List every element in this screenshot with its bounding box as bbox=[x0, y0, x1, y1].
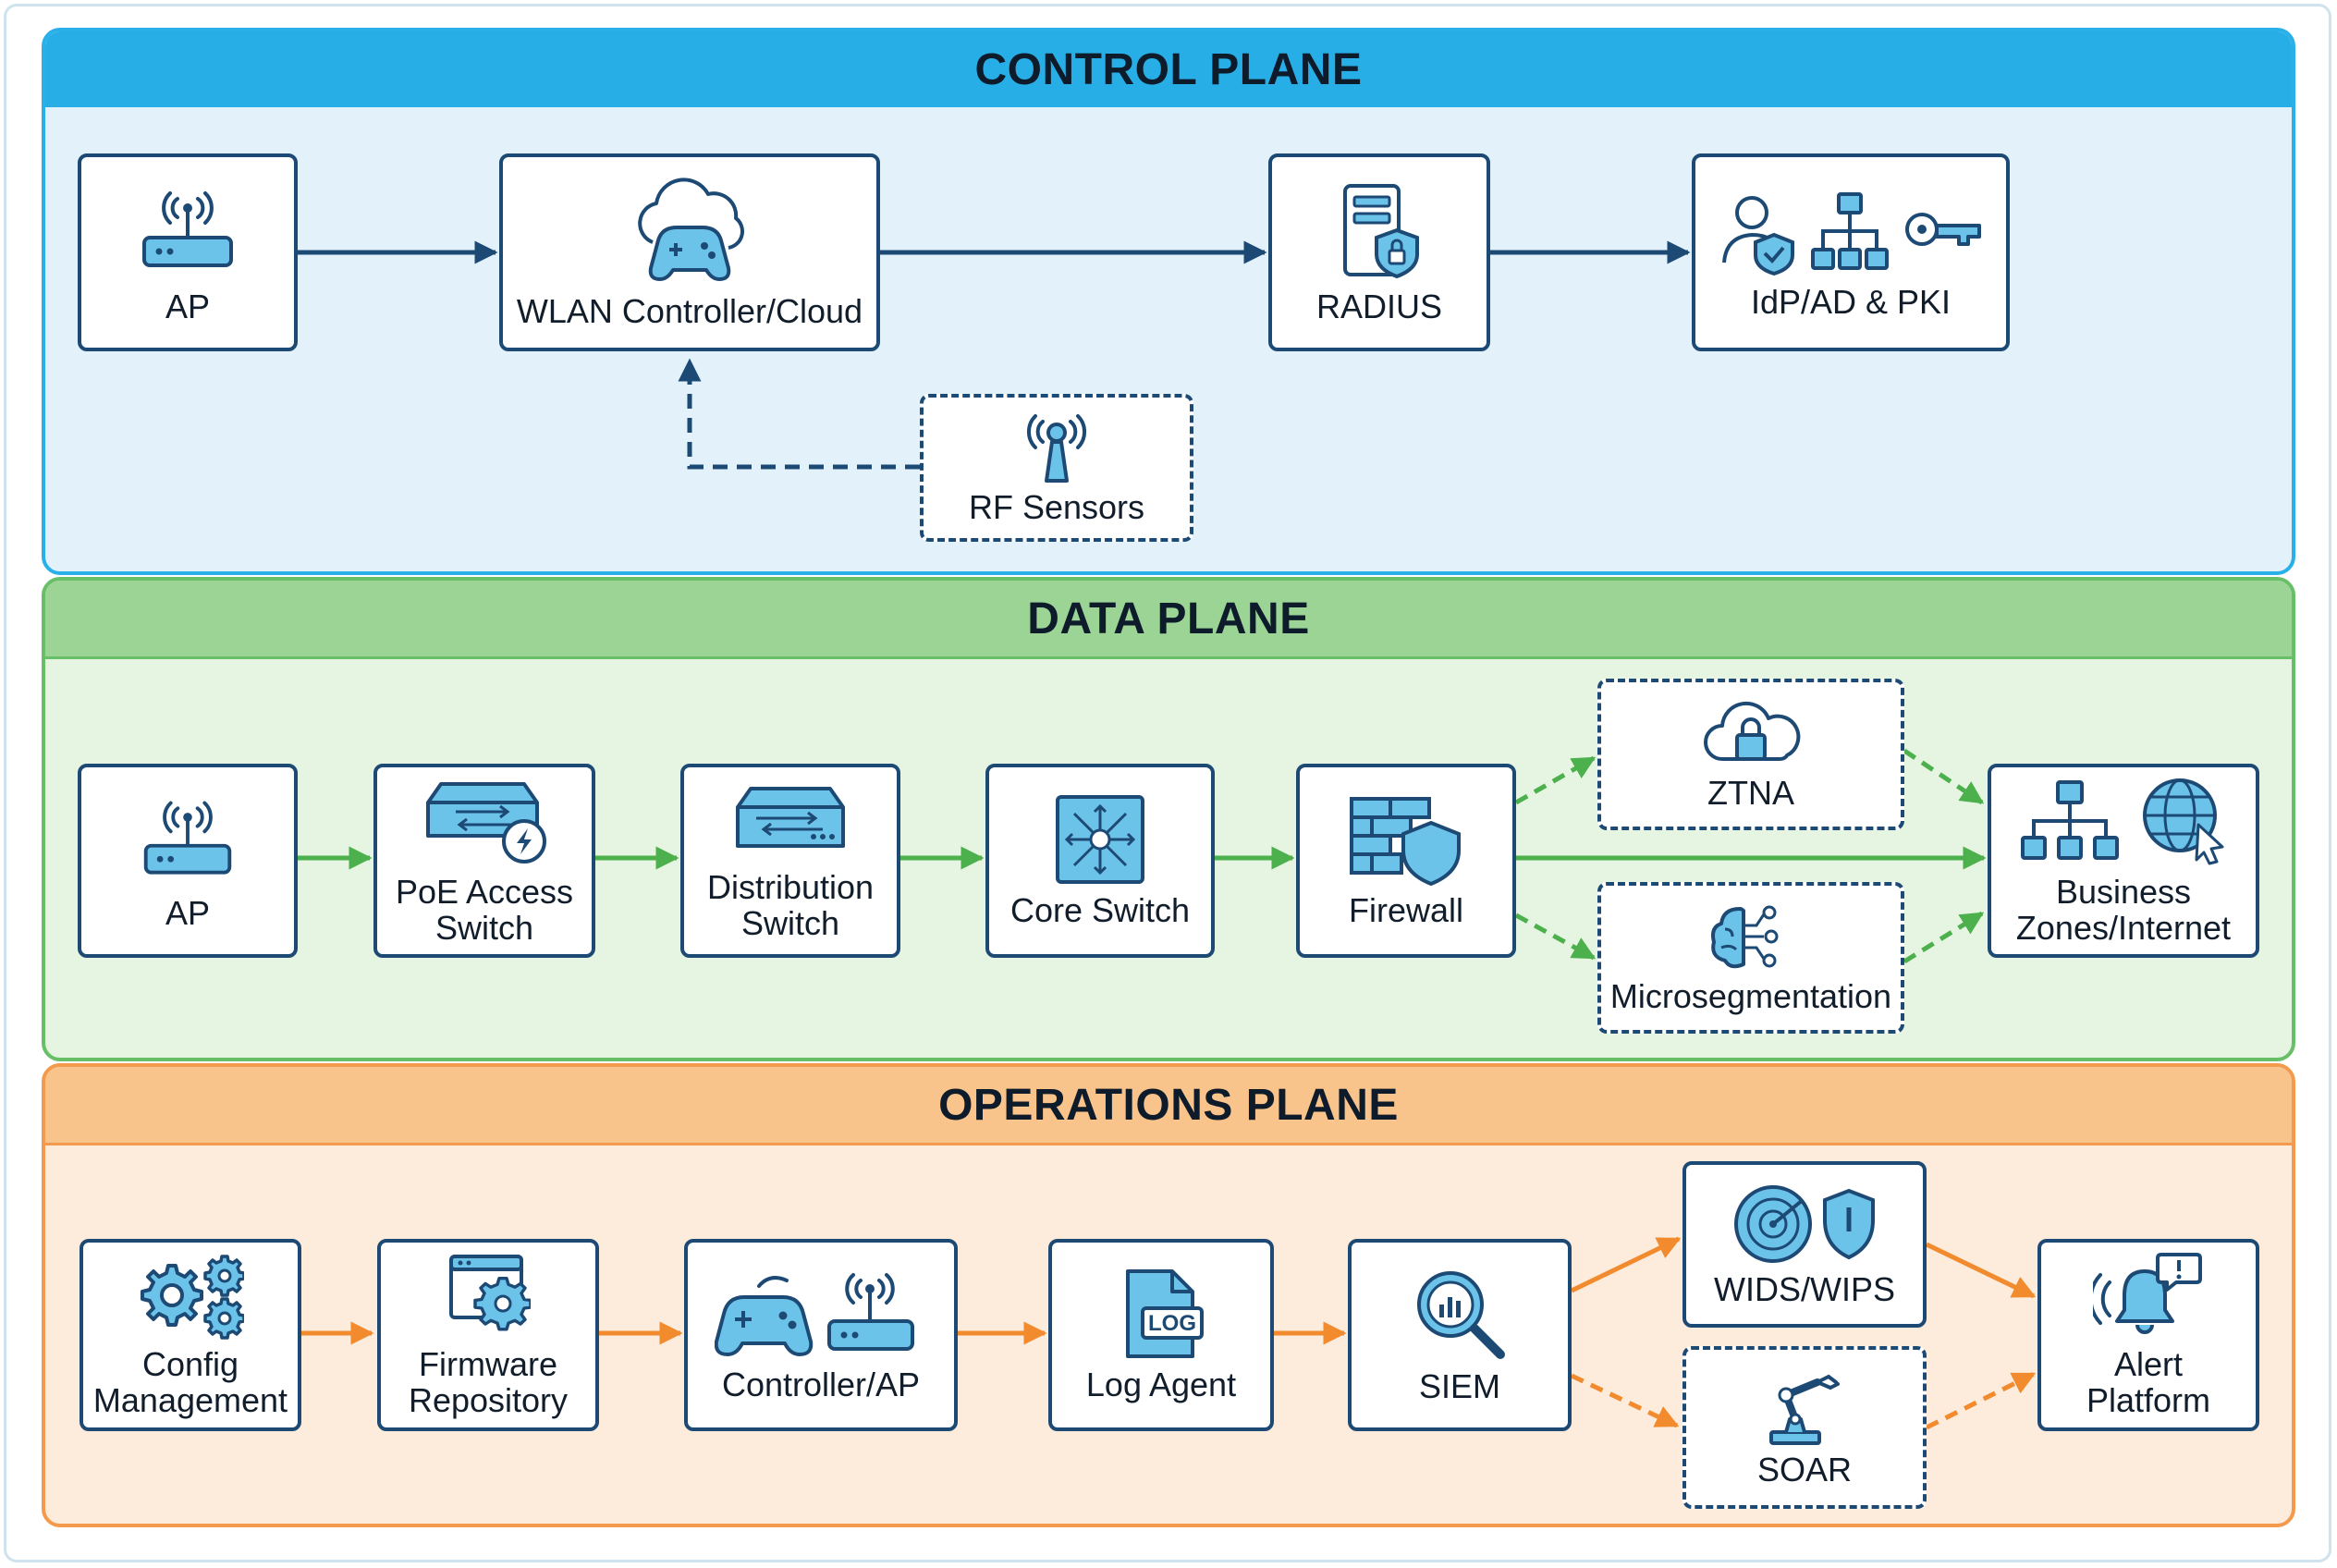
business-zones-node[interactable]: Business Zones/Internet bbox=[1988, 764, 2259, 958]
config-management-node[interactable]: Config Management bbox=[80, 1239, 301, 1431]
distribution-switch-icon bbox=[736, 787, 845, 849]
core-switch-icon bbox=[1056, 794, 1144, 884]
cloud-lock-icon bbox=[1704, 701, 1801, 761]
idp-pki-node[interactable]: IdP/AD & PKI bbox=[1692, 153, 2010, 351]
microsegmentation-node[interactable]: Microsegmentation bbox=[1597, 882, 1904, 1034]
gamepad-icon bbox=[715, 1275, 814, 1356]
control-ap-node[interactable]: AP bbox=[78, 153, 298, 351]
controller-ap-node[interactable]: Controller/AP bbox=[684, 1239, 958, 1431]
log-icon-text: LOG bbox=[1148, 1311, 1196, 1336]
alert-platform-label: Alert Platform bbox=[2086, 1345, 2211, 1419]
poe-switch-icon bbox=[426, 782, 546, 864]
wlan-controller-label: WLAN Controller/Cloud bbox=[516, 291, 863, 330]
controller-ap-label: Controller/AP bbox=[721, 1365, 921, 1403]
core-switch-label: Core Switch bbox=[1009, 890, 1191, 929]
user-shield-icon bbox=[1722, 195, 1794, 276]
org-hierarchy-icon bbox=[1811, 191, 1889, 270]
control-ap-label: AP bbox=[165, 287, 211, 325]
config-management-label: Config Management bbox=[92, 1345, 288, 1419]
soar-node[interactable]: SOAR bbox=[1682, 1346, 1927, 1509]
siem-node[interactable]: SIEM bbox=[1348, 1239, 1572, 1431]
distribution-switch-label: Distribution Switch bbox=[706, 868, 875, 942]
business-zones-label: Business Zones/Internet bbox=[2015, 873, 2232, 947]
wlan-controller-node[interactable]: WLAN Controller/Cloud bbox=[499, 153, 880, 351]
gamepad-ap-icon bbox=[715, 1272, 914, 1356]
wireless-ap-icon bbox=[827, 1272, 914, 1351]
data-plane-title: DATA PLANE bbox=[45, 581, 2292, 659]
wireless-ap-icon bbox=[142, 190, 233, 267]
rf-sensors-label: RF Sensors bbox=[968, 487, 1145, 526]
radar-shield-icon bbox=[1734, 1184, 1875, 1263]
control-plane-title: CONTROL PLANE bbox=[45, 31, 2292, 107]
window-gear-icon bbox=[449, 1255, 531, 1331]
magnifier-chart-icon bbox=[1417, 1270, 1505, 1359]
data-ap-label: AP bbox=[165, 893, 211, 932]
core-switch-node[interactable]: Core Switch bbox=[985, 764, 1215, 958]
cloud-gamepad-icon bbox=[638, 177, 744, 281]
robot-arm-icon bbox=[1769, 1374, 1840, 1445]
alert-platform-node[interactable]: Alert Platform bbox=[2037, 1239, 2259, 1431]
rf-sensors-node[interactable]: RF Sensors bbox=[920, 394, 1193, 542]
diagram-frame bbox=[4, 4, 2331, 1562]
firmware-repository-label: Firmware Repository bbox=[408, 1345, 569, 1419]
ztna-node[interactable]: ZTNA bbox=[1597, 679, 1904, 830]
gears-icon bbox=[141, 1255, 244, 1340]
network-globe-icon bbox=[2021, 778, 2224, 865]
log-agent-node[interactable]: LOG Log Agent bbox=[1048, 1239, 1274, 1431]
microsegmentation-label: Microsegmentation bbox=[1609, 976, 1892, 1015]
radius-node[interactable]: RADIUS bbox=[1268, 153, 1490, 351]
wids-wips-label: WIDS/WIPS bbox=[1714, 1269, 1895, 1308]
org-hierarchy-icon bbox=[2021, 780, 2119, 861]
soar-label: SOAR bbox=[1756, 1450, 1853, 1488]
wids-wips-node[interactable]: WIDS/WIPS bbox=[1682, 1161, 1927, 1328]
poe-switch-node[interactable]: PoE Access Switch bbox=[373, 764, 595, 958]
server-shield-icon bbox=[1343, 183, 1419, 278]
wireless-ap-icon bbox=[143, 801, 232, 875]
bell-alert-icon bbox=[2093, 1253, 2202, 1335]
log-file-icon: LOG bbox=[1126, 1268, 1204, 1358]
rf-sensor-antenna-icon bbox=[1026, 413, 1087, 483]
siem-label: SIEM bbox=[1418, 1366, 1500, 1405]
data-ap-node[interactable]: AP bbox=[78, 764, 298, 958]
globe-cursor-icon bbox=[2143, 778, 2224, 865]
firewall-node[interactable]: Firewall bbox=[1296, 764, 1516, 958]
radius-label: RADIUS bbox=[1315, 287, 1443, 325]
poe-switch-label: PoE Access Switch bbox=[395, 873, 574, 947]
operations-plane-title: OPERATIONS PLANE bbox=[45, 1067, 2292, 1145]
distribution-switch-node[interactable]: Distribution Switch bbox=[680, 764, 900, 958]
firewall-shield-icon bbox=[1350, 796, 1461, 886]
idp-pki-label: IdP/AD & PKI bbox=[1750, 282, 1952, 321]
identity-directory-key-icon bbox=[1722, 191, 1981, 276]
firmware-repository-node[interactable]: Firmware Repository bbox=[377, 1239, 599, 1431]
log-agent-label: Log Agent bbox=[1085, 1365, 1237, 1403]
ztna-label: ZTNA bbox=[1707, 773, 1794, 812]
key-icon bbox=[1905, 212, 1981, 246]
firewall-label: Firewall bbox=[1348, 890, 1463, 929]
brain-network-icon bbox=[1711, 905, 1779, 968]
